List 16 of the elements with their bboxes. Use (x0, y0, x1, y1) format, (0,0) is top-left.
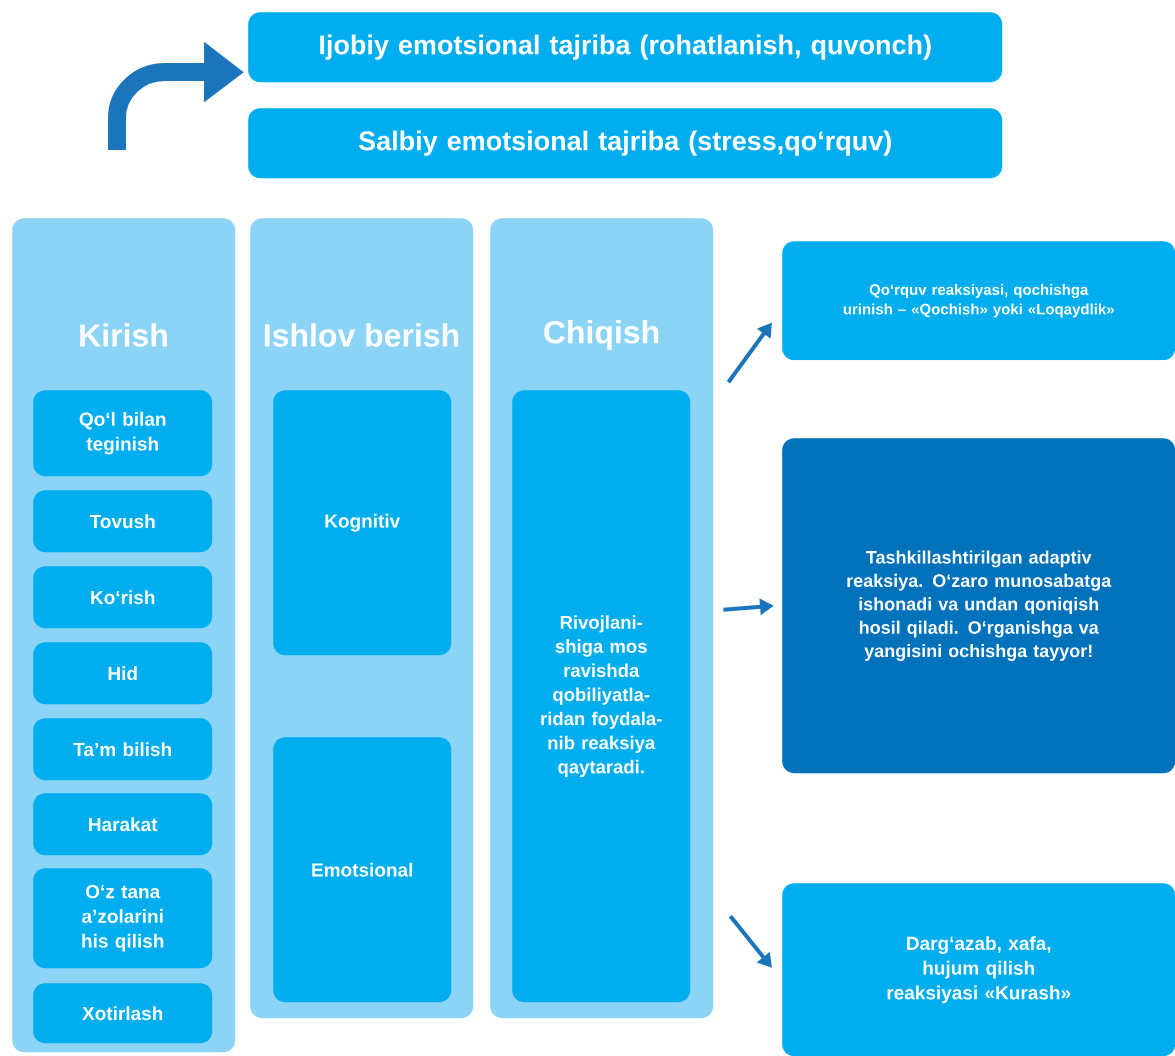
process-box: Hid (33, 642, 213, 705)
process-box: Tovush (33, 490, 213, 553)
process-box: Qo‘l bilan teginish (33, 390, 213, 477)
process-box: O‘z tana a’zolarini his qilish (33, 868, 213, 969)
process-box: Salbiy emotsional tajriba (stress,qo‘rquv) (248, 108, 1003, 179)
process-box: Ijobiy emotsional tajriba (rohatlanish, quvonch) (248, 12, 1003, 83)
process-box: Ta’m bilish (33, 718, 213, 781)
process-box: Darg‘azab, xafa, hujum qilish reaksiyasi «Kurash» (782, 883, 1175, 1056)
process-box: Ko‘rish (33, 566, 213, 629)
process-box: Qo‘rquv reaksiyasi, qochishga urinish – «Qochish» yoki «Loqaydlik» (782, 241, 1175, 361)
process-box: Harakat (33, 793, 213, 856)
process-box: Emotsional (273, 737, 452, 1003)
process-box: Tashkillashtirilgan adaptiv reaksiya. O‘zaro munosabatga ishonadi va undan qoniqish hosil qiladi. O‘rganishga va yangisini ochishga tayyor! (782, 438, 1175, 774)
process-box: Rivojlani- shiga mos ravishda qobiliyatla- ridan foydala- nib reaksiya qaytaradi. (512, 390, 691, 1003)
process-box: Kognitiv (273, 390, 452, 656)
process-box: Xotirlash (33, 983, 213, 1044)
